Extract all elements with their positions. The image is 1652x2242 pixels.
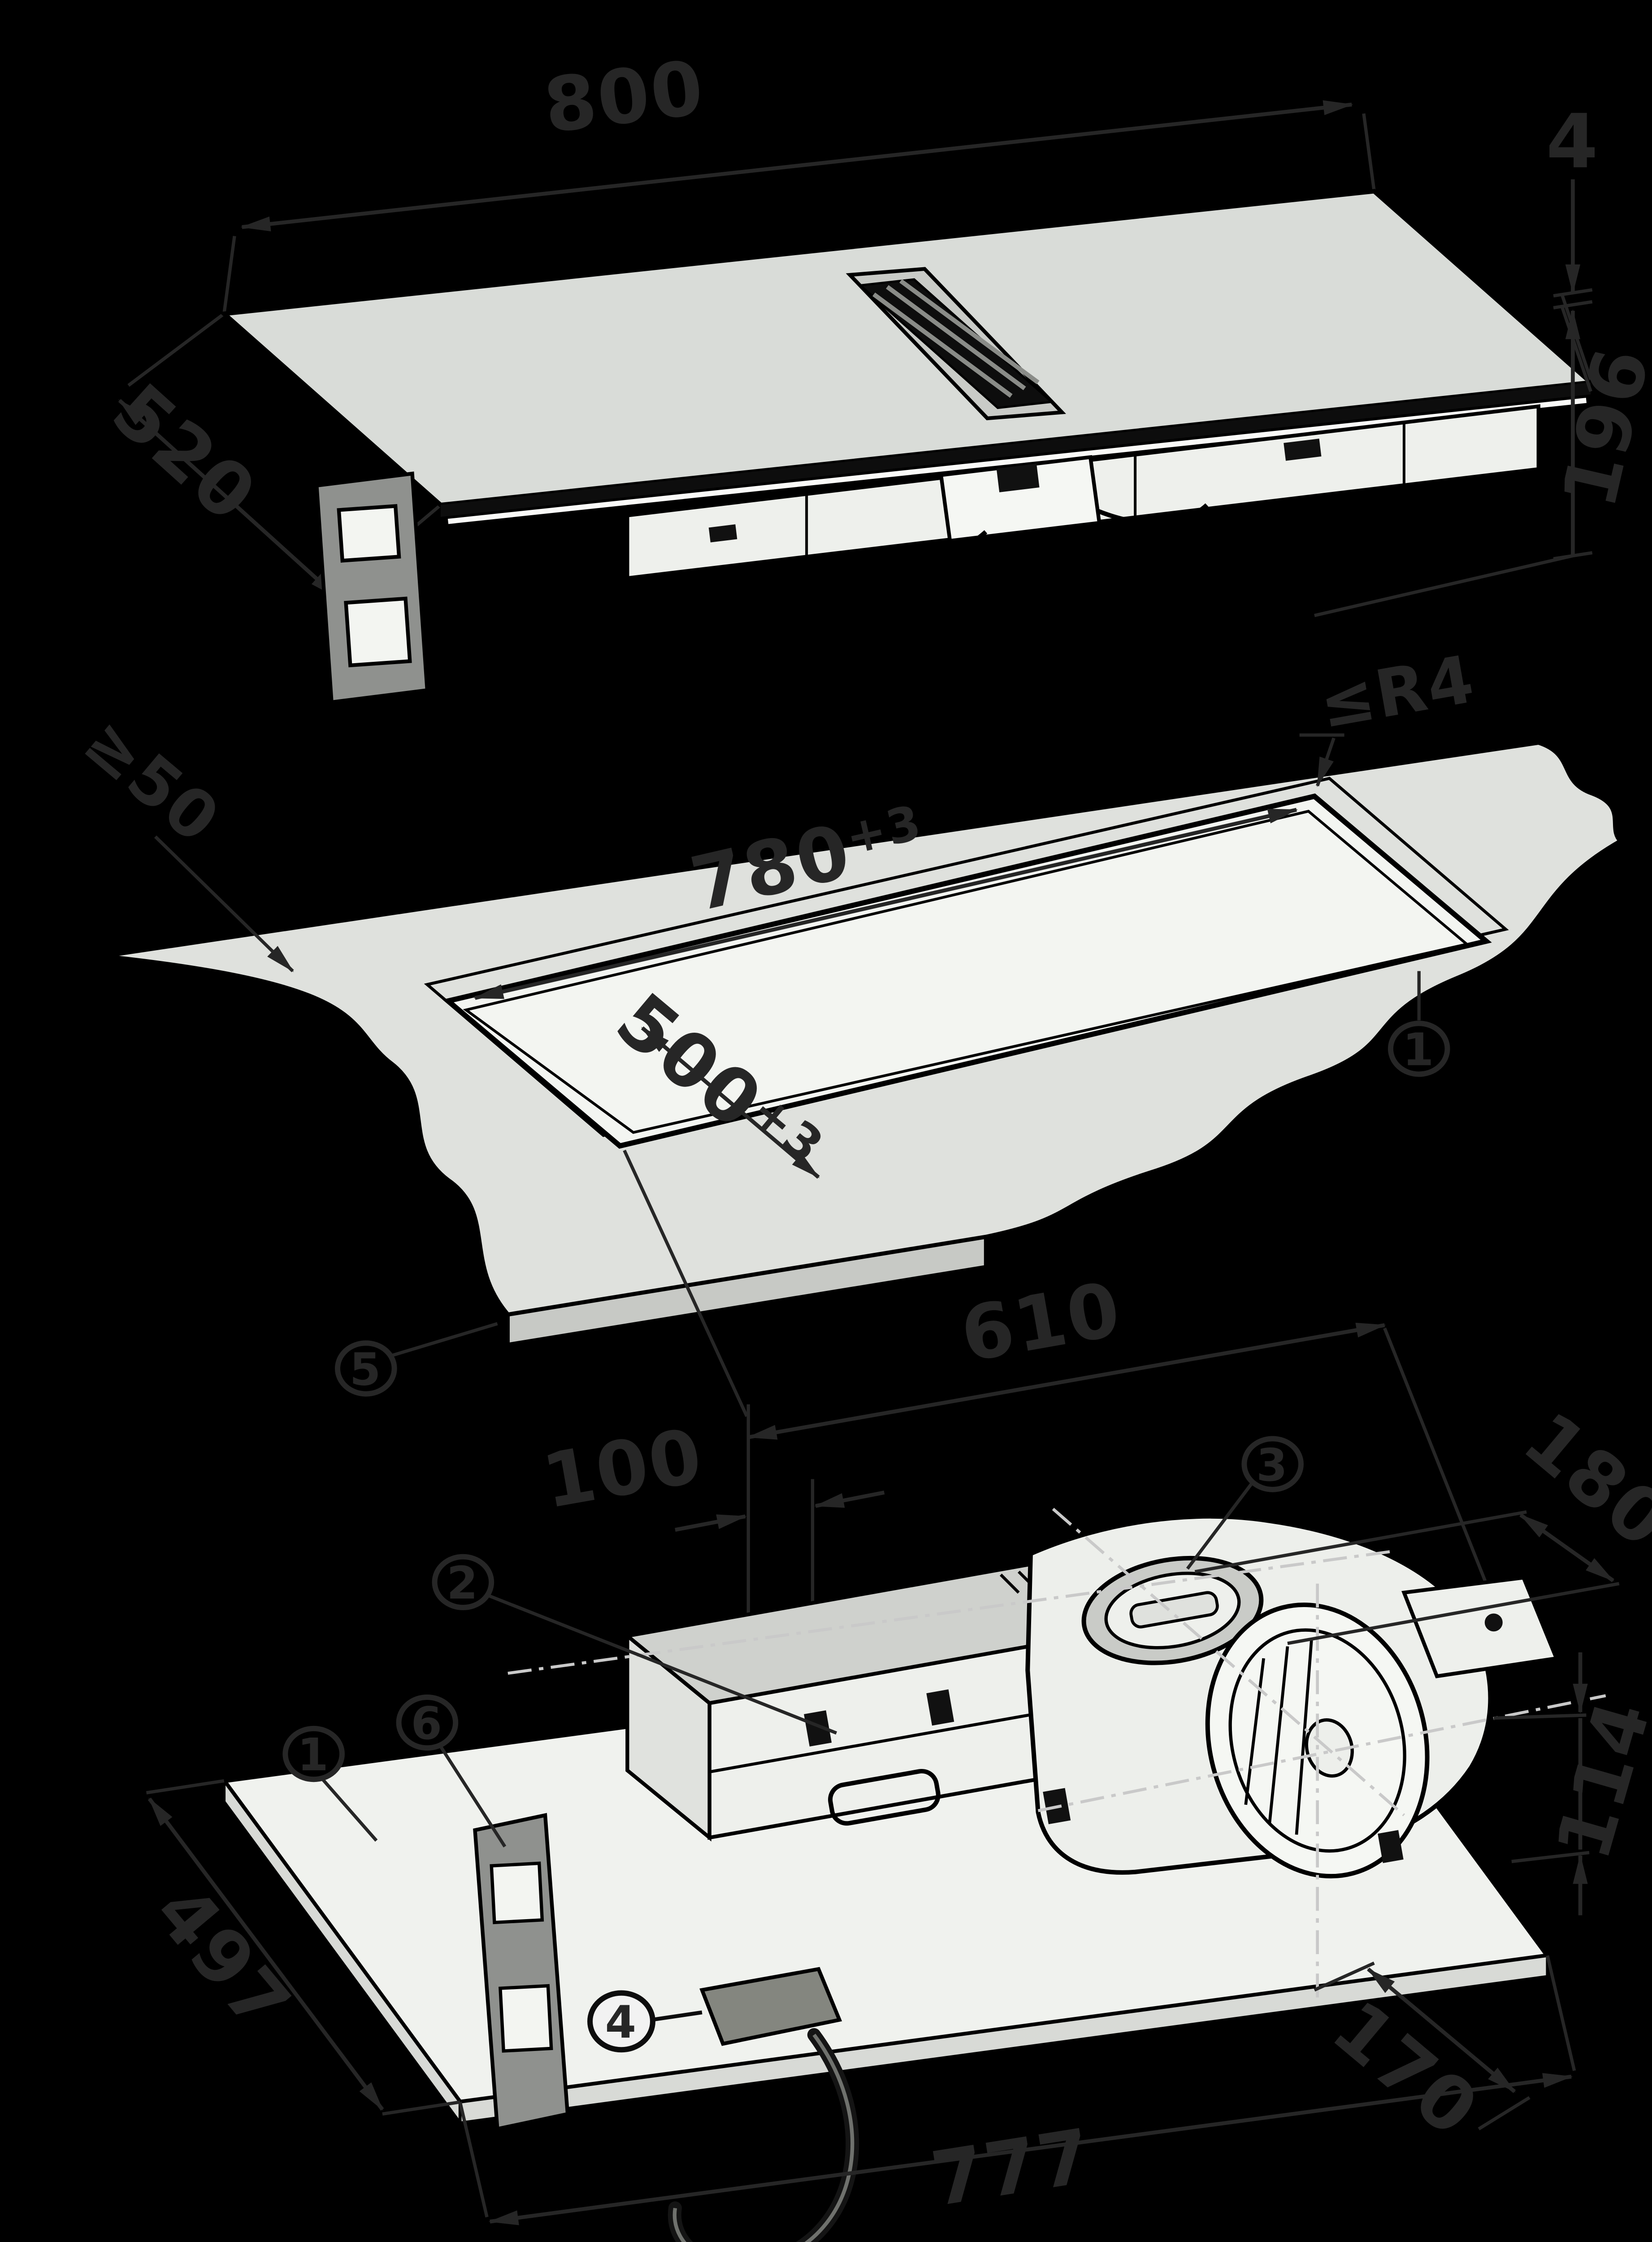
- callout-4-number: 4: [605, 1996, 638, 2049]
- callout-5-number: 5: [350, 1343, 382, 1396]
- side-box-detail: [1484, 1613, 1503, 1632]
- centerline: [1052, 1508, 1405, 1816]
- glass-underside-highlight: [447, 398, 1587, 524]
- dim-800-line: [240, 100, 1353, 232]
- dim-min50-arrow: [154, 835, 294, 973]
- duct-handle: [828, 1768, 941, 1826]
- fan-ring: [1228, 1628, 1406, 1853]
- grille-slat: [872, 292, 1013, 398]
- callout-2-duct: 2: [432, 1554, 837, 1735]
- wiring-cable: [1097, 503, 1209, 526]
- mounting-bracket-top: [314, 471, 429, 704]
- centerline: [507, 1549, 1397, 1675]
- glass-edge: [440, 382, 1591, 517]
- wiring-cable: [862, 530, 988, 569]
- callout-1-number: 1: [1403, 1024, 1435, 1076]
- bracket-hole: [344, 596, 412, 668]
- callout-3-number: 3: [1256, 1439, 1289, 1491]
- duct-latch: [926, 1689, 954, 1726]
- dim-r4-arrow: [1316, 737, 1335, 787]
- grille-slat: [886, 285, 1026, 391]
- housing-detail: [1283, 439, 1322, 461]
- mounting-bracket-bottom: [473, 1813, 570, 2131]
- duct-side-face: [625, 1632, 711, 1842]
- blower-latch: [1378, 1830, 1404, 1863]
- callout-1-worktop: 1: [1388, 971, 1450, 1077]
- grille-slat: [899, 279, 1040, 384]
- exhaust-port-slot: [1129, 1591, 1219, 1629]
- bracket-hole: [490, 1861, 544, 1925]
- duct-latch: [804, 1710, 832, 1747]
- worktop-front-edge: [506, 1234, 988, 1347]
- fan-slats: [1244, 1640, 1313, 1835]
- callout-1-base: 1: [282, 1725, 378, 1842]
- under-glass-housing: [625, 404, 1540, 581]
- callout-1b-number: 1: [297, 1729, 330, 1781]
- callout-4-cable: 4: [587, 1990, 702, 2053]
- blower-unit-diagram: 610 100: [138, 1149, 1652, 2242]
- bracket-hole: [337, 504, 401, 563]
- mains-connector: [996, 464, 1040, 492]
- dim-500-line: [641, 1026, 820, 1179]
- blower-body: [1025, 1514, 1559, 1879]
- callout-6-bracket: 6: [396, 1694, 507, 1848]
- dim-4-label: 4: [1546, 98, 1600, 185]
- callout-2-number: 2: [447, 1557, 479, 1609]
- extraction-grille: [846, 267, 1067, 421]
- callout-6-number: 6: [411, 1697, 443, 1750]
- callout-3-port: 3: [1186, 1436, 1304, 1570]
- housing-detail: [708, 524, 737, 543]
- junction-box: [939, 455, 1101, 543]
- dim-520-line: [118, 399, 339, 599]
- cooktop-diagram: 800 520: [95, 44, 1652, 704]
- dim-610-line: [746, 1322, 1386, 1440]
- centerline: [1037, 1694, 1606, 1812]
- bracket-hole: [499, 1984, 553, 2053]
- cable-clamp: [699, 1967, 842, 2046]
- dim-800-label: 800: [539, 44, 709, 150]
- callout-5-front-edge: 5: [334, 1322, 498, 1397]
- dim-780-line: [473, 808, 1298, 1000]
